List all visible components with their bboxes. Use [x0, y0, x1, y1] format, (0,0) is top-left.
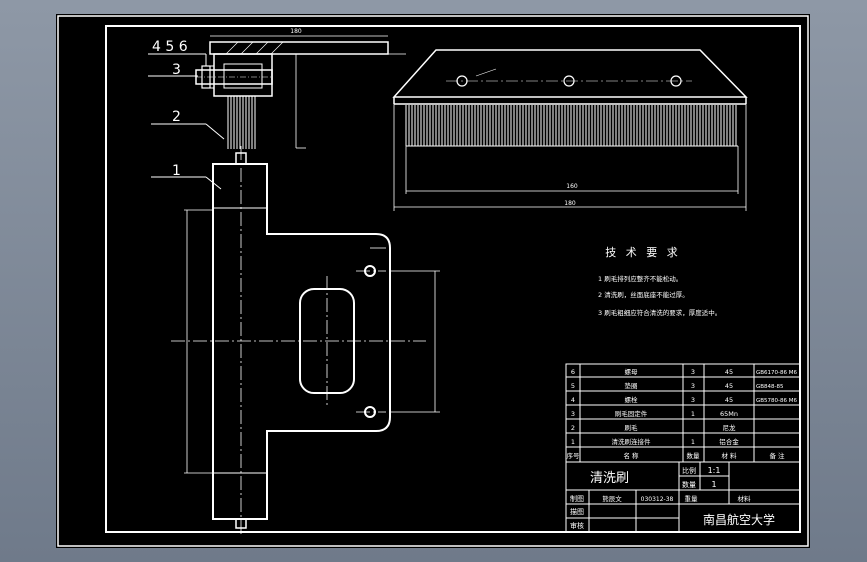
- row6-no: 6: [571, 368, 575, 376]
- row3-no: 3: [571, 410, 575, 418]
- scale-value: 1:1: [708, 466, 721, 475]
- reviewer-label: 审核: [570, 521, 584, 530]
- balloon-2: 2: [172, 109, 181, 125]
- clamp-block: [213, 53, 273, 97]
- header-qty: 数量: [687, 451, 701, 460]
- outer-frame: [57, 15, 809, 547]
- row4-mat: 45: [725, 396, 733, 404]
- drawing-no: 030312-38: [641, 496, 674, 503]
- bracket-dimensions: [184, 209, 440, 474]
- row5-qty: 3: [691, 382, 695, 390]
- row4-name: 螺栓: [625, 395, 639, 404]
- row4-no: 4: [571, 396, 575, 404]
- row5-mat: 45: [725, 382, 733, 390]
- row4-std: GB5780-86 M6: [756, 398, 798, 404]
- row6-std: GB6170-86 M6: [756, 370, 798, 376]
- row1-no: 1: [571, 438, 575, 446]
- tech-req-item-2: 2 清洗刷，丝面底座不能过厚。: [598, 290, 689, 299]
- tech-req-item-3: 3 刷毛粗细应符合清洗的要求，厚度适中。: [598, 308, 721, 317]
- weight-label: 重量: [685, 495, 699, 503]
- row2-name: 刷毛: [625, 423, 639, 432]
- balloon-456: 4 5 6: [152, 39, 188, 55]
- center-lines: [171, 146, 426, 534]
- bracket-outline: [212, 163, 391, 520]
- school-name: 南昌航空大学: [703, 512, 775, 527]
- row2-no: 2: [571, 424, 575, 432]
- bracket-view: [212, 152, 391, 529]
- parts-list: [565, 363, 801, 533]
- tech-req-item-1: 1 刷毛排列应整齐不能松动。: [598, 274, 682, 283]
- row5-std: GB848-85: [756, 384, 784, 390]
- row1-qty: 1: [691, 438, 695, 446]
- checker-label: 描图: [570, 507, 584, 516]
- qty-label: 数量: [682, 480, 696, 489]
- top-plate: [209, 41, 389, 55]
- row3-qty: 1: [691, 410, 695, 418]
- brush-side-section: 180: [195, 28, 406, 149]
- header-std: 备 注: [769, 451, 785, 460]
- qty-value: 1: [711, 480, 716, 489]
- row3-name: 刷毛固定件: [615, 409, 648, 418]
- drawing-sheet: 180 4 5 6 3 2 1 160 180 技 术 要 求 1: [56, 14, 810, 548]
- header-name: 名 称: [623, 451, 639, 460]
- row5-name: 垫圈: [625, 381, 638, 390]
- row6-mat: 45: [725, 368, 733, 376]
- parts-rows: 6 螺母 3 45 GB6170-86 M6 5 垫圈 3 45 GB848-8…: [567, 367, 798, 460]
- row6-name: 螺母: [625, 367, 639, 376]
- brush-front-view: 160 180: [392, 49, 748, 211]
- header-material: 材 料: [721, 451, 737, 460]
- scale-label: 比例: [682, 466, 696, 475]
- balloon-3: 3: [172, 62, 181, 78]
- title-block: 清洗刷 比例 1:1 数量 1 制图 熊辰文 030312-38 重量 材料 描…: [570, 466, 775, 530]
- row2-mat: 尼龙: [723, 423, 737, 432]
- row1-name: 清洗刷连接件: [612, 437, 652, 446]
- dim-top-width: 180: [290, 28, 302, 35]
- drawing-name: 清洗刷: [590, 471, 629, 486]
- tech-req-title: 技 术 要 求: [605, 246, 681, 259]
- brush-body: [392, 49, 748, 98]
- dim-overall: 180: [564, 200, 576, 207]
- inner-frame: [105, 25, 801, 533]
- row6-qty: 3: [691, 368, 695, 376]
- bristles: [405, 105, 737, 146]
- header-no: 序号: [567, 451, 581, 460]
- leader-lines: [148, 53, 225, 190]
- cad-drawing: 180 4 5 6 3 2 1 160 180 技 术 要 求 1: [57, 15, 809, 547]
- row3-mat: 65Mn: [720, 410, 738, 418]
- row1-mat: 铝合金: [719, 437, 739, 446]
- balloon-1: 1: [172, 163, 181, 179]
- designer-name: 熊辰文: [602, 494, 622, 503]
- material-label: 材料: [738, 494, 752, 503]
- designer-label: 制图: [570, 494, 584, 503]
- row5-no: 5: [571, 382, 575, 390]
- row4-qty: 3: [691, 396, 695, 404]
- dim-brush-length: 160: [566, 183, 578, 190]
